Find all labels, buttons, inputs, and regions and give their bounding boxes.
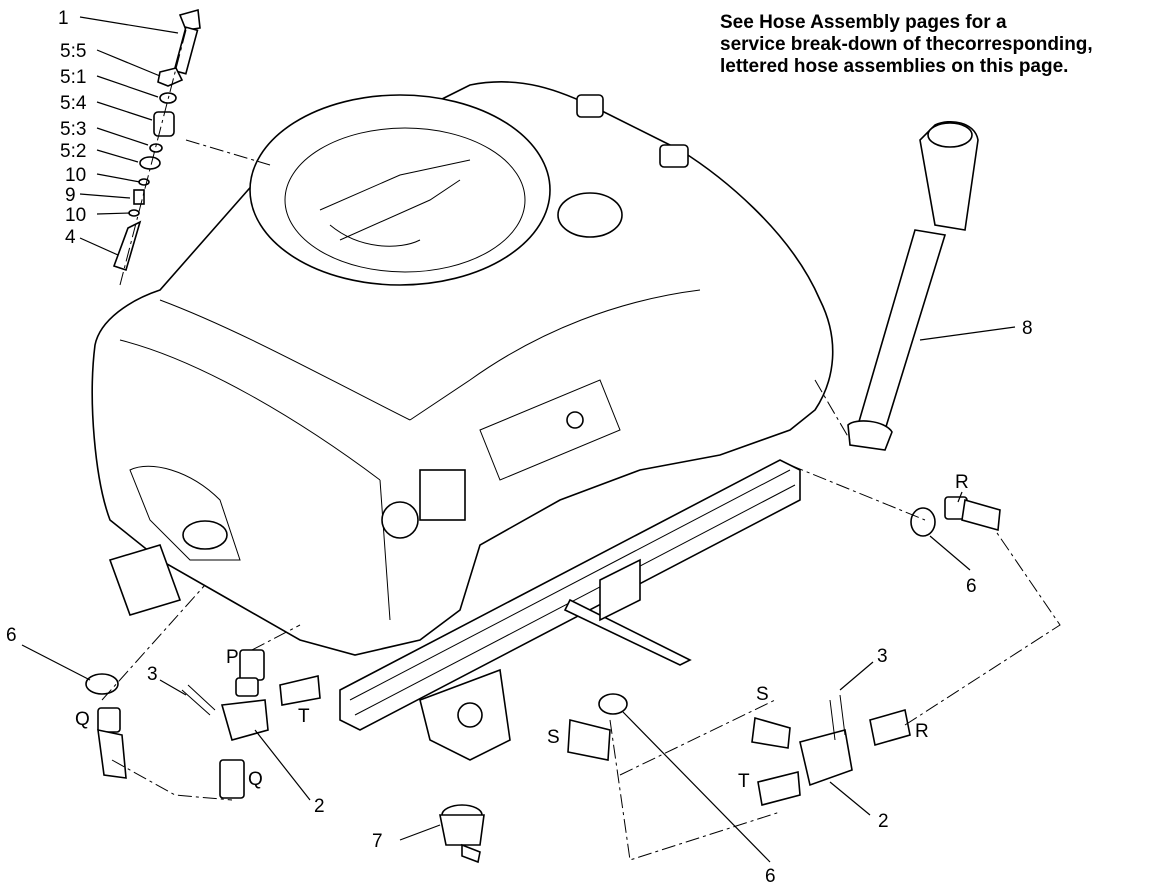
sump-opening — [557, 192, 623, 238]
callout-10-a: 10 — [65, 165, 86, 186]
part-7-fitting — [439, 804, 485, 864]
callout-1: 1 — [58, 8, 69, 29]
callout-4: 4 — [65, 227, 76, 248]
fill-port-2 — [659, 144, 689, 168]
callout-5-2: 5:2 — [60, 141, 86, 162]
callout-9: 9 — [65, 185, 76, 206]
tank-lid — [249, 94, 551, 286]
callout-5-3: 5:3 — [60, 119, 86, 140]
callout-S-left: S — [547, 727, 560, 748]
callout-T-left: T — [298, 706, 310, 727]
callout-R-right: R — [915, 721, 929, 742]
callout-R-top: R — [955, 472, 969, 493]
right-fitting-R — [910, 496, 1001, 537]
side-valve — [381, 501, 419, 539]
callout-T-right: T — [738, 771, 750, 792]
callout-5-5: 5:5 — [60, 41, 86, 62]
callout-3-left: 3 — [147, 664, 158, 685]
hose-assembly-note: See Hose Assembly pages for a service br… — [720, 12, 1150, 78]
callout-10-b: 10 — [65, 205, 86, 226]
right-fittings — [567, 693, 911, 806]
callout-8: 8 — [1022, 318, 1033, 339]
agitator-valve-stack — [112, 8, 271, 286]
callout-6-right: 6 — [966, 576, 977, 597]
leader-lines — [21, 16, 1016, 863]
callout-7: 7 — [372, 831, 383, 852]
callout-P: P — [226, 647, 239, 668]
callout-S-right: S — [756, 684, 769, 705]
part-8-tube — [847, 121, 979, 451]
fill-port-1 — [576, 94, 604, 118]
spray-tank — [91, 81, 834, 656]
callout-5-1: 5:1 — [60, 67, 86, 88]
callout-2-left: 2 — [314, 796, 325, 817]
callout-6-bottom: 6 — [765, 866, 776, 887]
dashed-routing — [101, 379, 1061, 861]
callout-Q-bottom: Q — [248, 769, 263, 790]
note-line-3: lettered hose assemblies on this page. — [720, 56, 1069, 77]
callout-5-4: 5:4 — [60, 93, 87, 114]
callout-labels: 1 5:5 5:1 5:4 5:3 5:2 10 9 10 4 8 R 6 6 … — [6, 8, 1033, 887]
callout-6-left: 6 — [6, 625, 17, 646]
note-line-1: See Hose Assembly pages for a — [720, 12, 1007, 33]
callout-Q-left: Q — [75, 709, 90, 730]
callout-3-right: 3 — [877, 646, 888, 667]
valve-bracket — [419, 469, 466, 521]
tee-valve-right — [799, 729, 853, 787]
part-1-handle — [178, 8, 201, 31]
callout-2-right: 2 — [878, 811, 889, 832]
note-line-2: service break-down of thecorresponding, — [720, 34, 1093, 55]
tee-valve-left — [220, 699, 269, 741]
left-fittings — [85, 649, 321, 799]
frame — [108, 459, 801, 761]
